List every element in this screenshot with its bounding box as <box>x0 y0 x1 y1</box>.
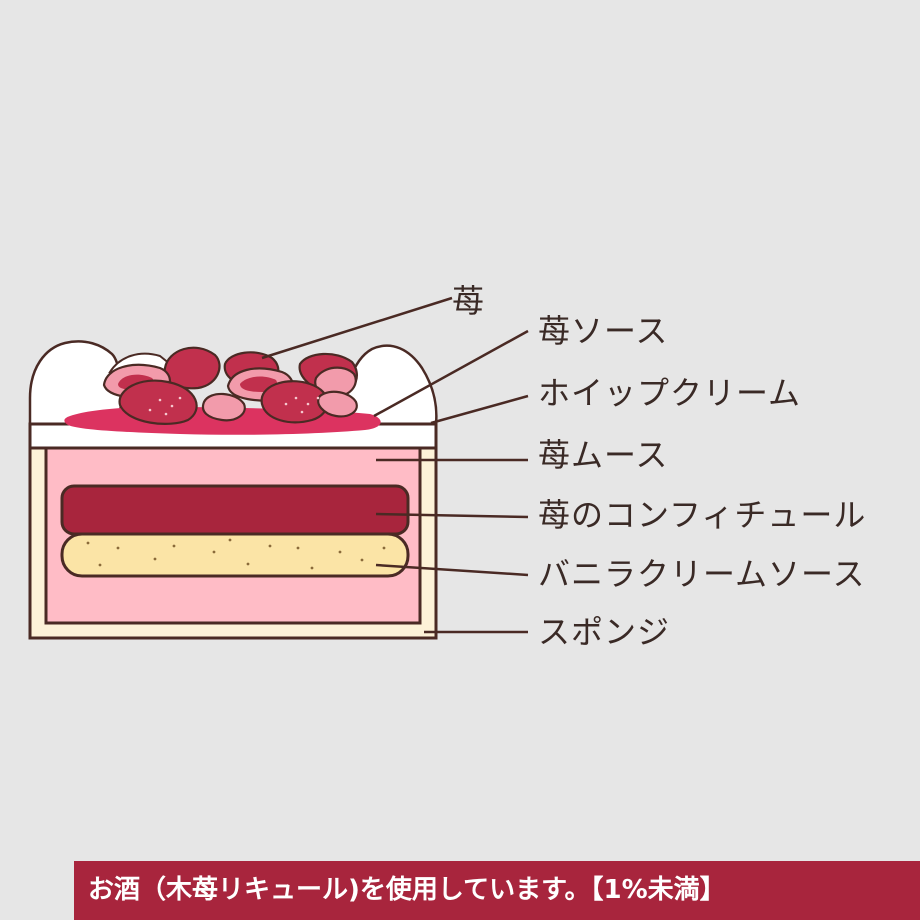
leader-line-vanilla-cream <box>375 563 529 577</box>
label-strawberry: 苺 <box>452 282 486 320</box>
label-strawberry-mousse: 苺ムース <box>538 436 669 474</box>
leader-line-whipped-cream <box>430 394 529 425</box>
label-strawberry-sauce: 苺ソース <box>538 312 669 350</box>
whipped-cream-top <box>28 340 438 426</box>
leader-line-strawberry-sauce <box>373 329 529 418</box>
leader-line-strawberry-confiture <box>375 512 529 519</box>
vanilla-cream-layer <box>60 532 410 578</box>
label-whipped-cream: ホイップクリーム <box>538 374 802 412</box>
strawberry-seeds <box>148 396 320 416</box>
vanilla-seed-dots <box>86 538 386 570</box>
label-strawberry-confiture: 苺のコンフィチュール <box>538 496 867 534</box>
strawberry-toppings <box>102 346 358 425</box>
label-sponge: スポンジ <box>538 613 671 651</box>
leader-line-strawberry <box>261 296 453 360</box>
alcohol-notice-banner: お酒（木苺リキュール)を使用しています。【1%未満】 <box>74 861 920 920</box>
label-vanilla-cream-sauce: バニラクリームソース <box>538 555 866 593</box>
strawberry-confiture-layer <box>60 484 410 536</box>
